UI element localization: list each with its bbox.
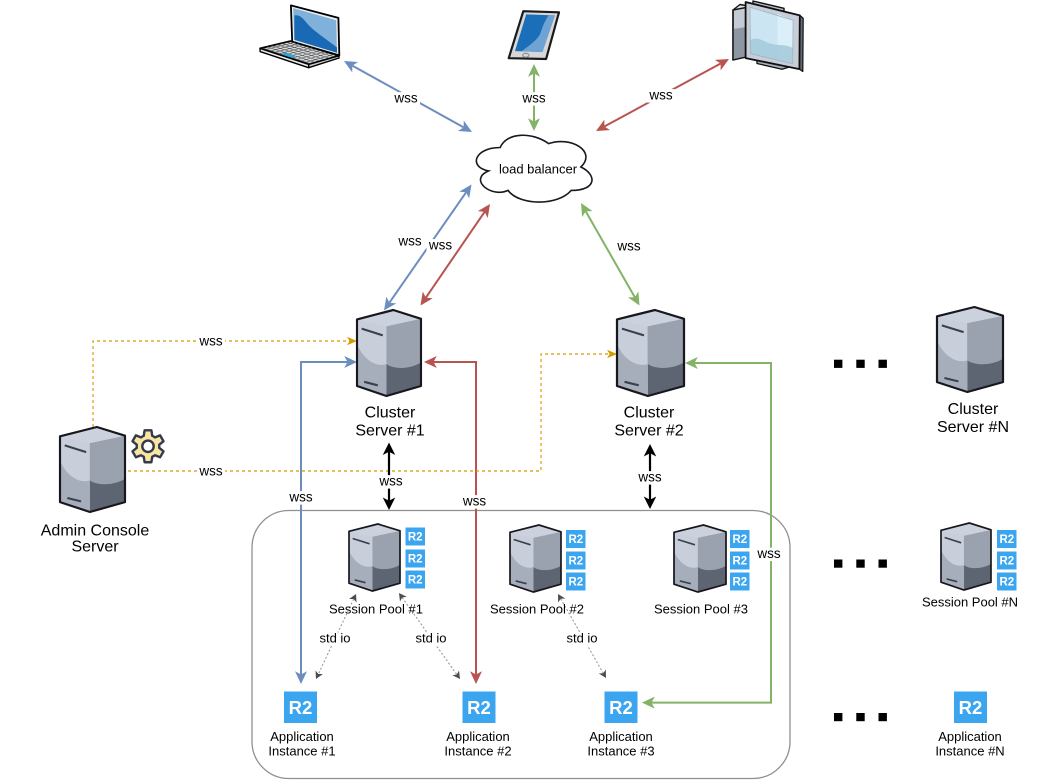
svg-text:R2: R2: [959, 697, 983, 718]
svg-text:wss: wss: [648, 88, 672, 103]
svg-text:Instance #1: Instance #1: [268, 743, 335, 758]
svg-text:Session Pool #1: Session Pool #1: [329, 602, 423, 617]
svg-text:Cluster: Cluster: [624, 405, 675, 422]
svg-text:R2: R2: [408, 575, 423, 587]
svg-text:R2: R2: [467, 697, 491, 718]
svg-text:Admin Console: Admin Console: [41, 523, 150, 540]
svg-text:wss: wss: [288, 490, 312, 505]
svg-text:Session Pool #N: Session Pool #N: [922, 595, 1018, 610]
svg-text:Application: Application: [270, 729, 334, 744]
svg-text:wss: wss: [616, 239, 640, 254]
svg-text:wss: wss: [198, 334, 222, 349]
svg-text:wss: wss: [393, 91, 417, 106]
svg-text:R2: R2: [568, 556, 583, 568]
svg-text:Cluster: Cluster: [365, 405, 416, 422]
svg-text:wss: wss: [397, 234, 421, 249]
svg-text:R2: R2: [999, 556, 1014, 568]
svg-text:wss: wss: [637, 470, 661, 485]
svg-text:Instance #3: Instance #3: [587, 743, 654, 758]
svg-text:Server #2: Server #2: [614, 423, 683, 440]
svg-text:Server: Server: [71, 539, 119, 556]
svg-text:std io: std io: [415, 631, 446, 646]
svg-text:R2: R2: [732, 577, 747, 589]
svg-text:std io: std io: [319, 631, 350, 646]
svg-text:wss: wss: [521, 91, 545, 106]
svg-text:Application: Application: [938, 729, 1002, 744]
svg-text:std io: std io: [566, 631, 597, 646]
svg-text:R2: R2: [568, 577, 583, 589]
svg-text:R2: R2: [289, 697, 313, 718]
svg-text:Cluster: Cluster: [948, 401, 999, 418]
svg-text:Session Pool #2: Session Pool #2: [490, 602, 584, 617]
svg-text:R2: R2: [408, 532, 423, 544]
svg-text:Instance #2: Instance #2: [444, 743, 511, 758]
svg-text:R2: R2: [732, 556, 747, 568]
svg-text:wss: wss: [378, 474, 402, 489]
svg-text:R2: R2: [568, 534, 583, 546]
svg-text:wss: wss: [756, 546, 780, 561]
svg-text:Server #1: Server #1: [355, 423, 424, 440]
svg-text:R2: R2: [609, 697, 633, 718]
svg-text:Application: Application: [589, 729, 653, 744]
svg-text:R2: R2: [999, 534, 1014, 546]
svg-text:Application: Application: [446, 729, 510, 744]
svg-text:Session Pool #3: Session Pool #3: [654, 602, 748, 617]
svg-text:load balancer: load balancer: [499, 162, 578, 177]
svg-text:R2: R2: [732, 534, 747, 546]
svg-text:wss: wss: [198, 464, 222, 479]
svg-text:Server #N: Server #N: [937, 419, 1009, 436]
svg-text:Instance #N: Instance #N: [935, 743, 1004, 758]
svg-text:wss: wss: [428, 238, 452, 253]
svg-text:R2: R2: [999, 577, 1014, 589]
svg-text:R2: R2: [408, 554, 423, 566]
svg-text:wss: wss: [462, 494, 486, 509]
